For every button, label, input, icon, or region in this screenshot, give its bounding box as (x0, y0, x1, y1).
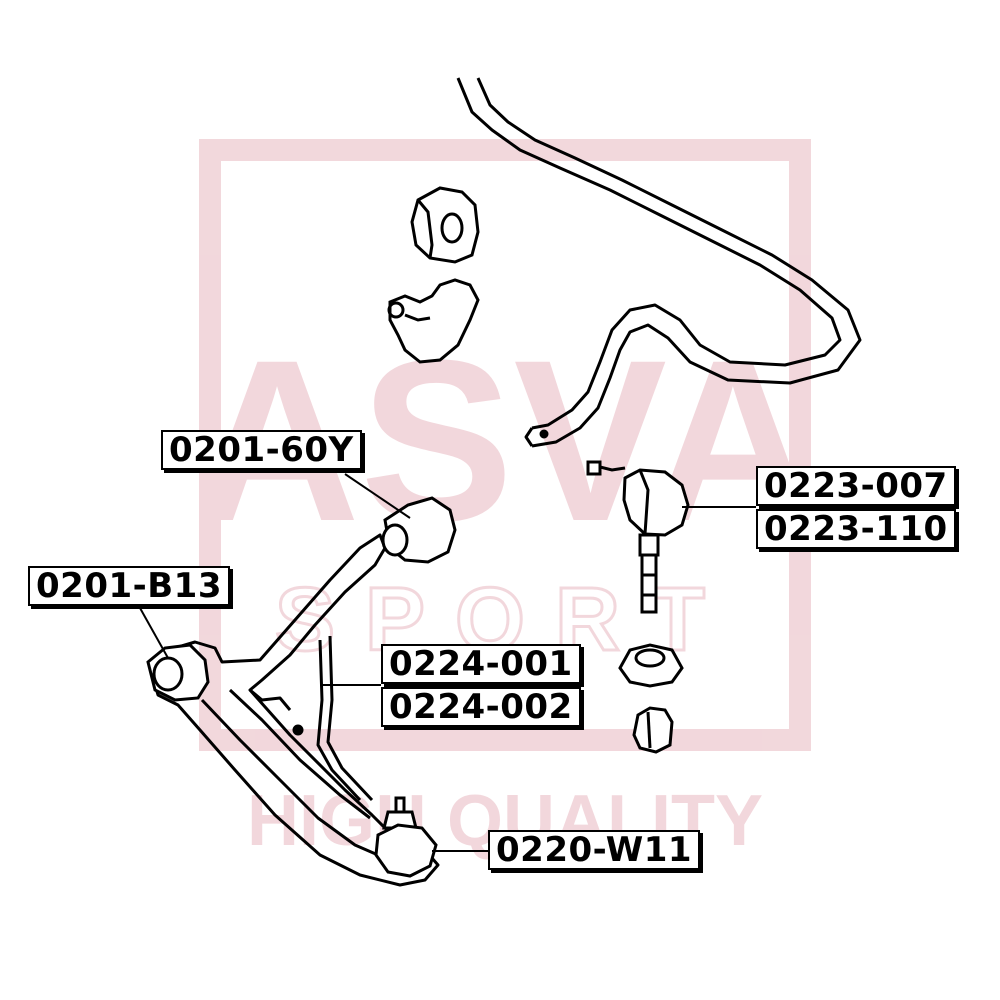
lower-control-arm (148, 533, 440, 887)
part-label-0220-w11: 0220-W11 (488, 830, 701, 870)
part-label-0201-b13: 0201-B13 (28, 566, 230, 606)
bushing-bracket (387, 278, 480, 364)
part-label-0224-001: 0224-001 (381, 644, 581, 684)
part-label-0223-007: 0223-007 (756, 466, 956, 506)
leader-0201-60y (344, 473, 411, 519)
stabilizer-bushing (410, 186, 480, 264)
front-bushing (146, 643, 210, 702)
ball-joint (374, 796, 438, 878)
part-label-0224-002: 0224-002 (381, 687, 581, 727)
part-label-0223-110: 0223-110 (756, 509, 956, 549)
stabilizer-link (586, 460, 690, 614)
leader-lines (139, 473, 756, 852)
stabilizer-bar (456, 77, 862, 448)
watermark-logo: ASVA SPORT HIGH QUALITY (194, 139, 816, 861)
leader-0201-b13 (139, 607, 169, 659)
part-label-0201-60y: 0201-60Y (161, 430, 362, 470)
link-bushing-parts (618, 643, 684, 754)
